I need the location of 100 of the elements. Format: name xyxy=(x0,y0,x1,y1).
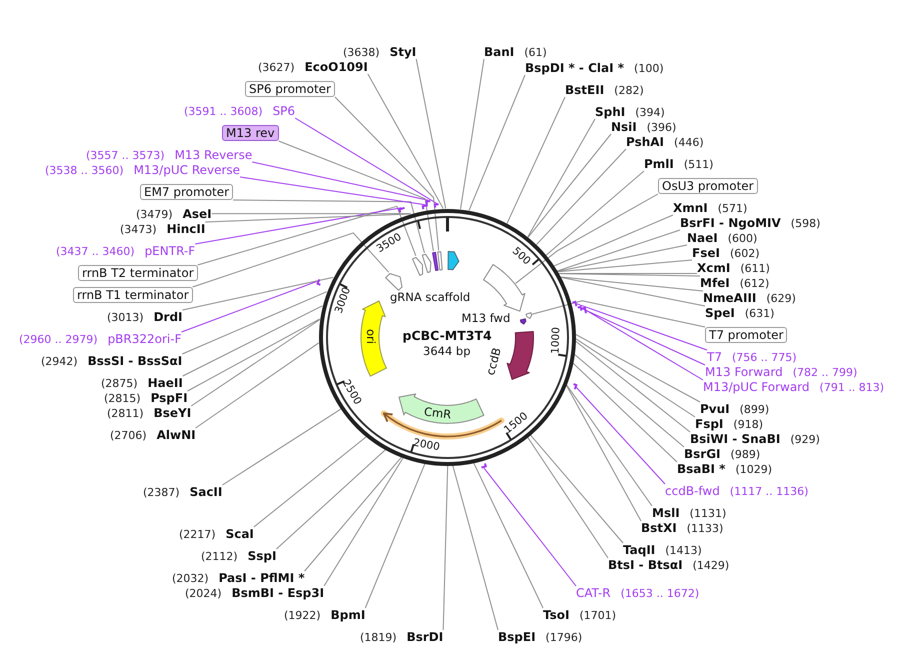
primer-mark xyxy=(578,306,582,311)
primer-mark xyxy=(573,383,578,390)
primer-mark xyxy=(582,306,587,314)
leader-line xyxy=(556,230,680,272)
cut-site-position: (1701) xyxy=(579,609,616,622)
leader-line xyxy=(574,354,684,448)
leader-line xyxy=(560,276,706,306)
leader-line xyxy=(572,362,678,462)
feature-label: EM7 promoter xyxy=(140,184,234,200)
primer-name: pENTR-F xyxy=(144,244,196,258)
leader-line xyxy=(324,457,404,586)
cut-site-position: (282) xyxy=(614,84,644,97)
cut-site-position: (394) xyxy=(635,106,665,119)
enzyme-name: BtsI - BtsαI xyxy=(608,558,683,572)
primer-mark xyxy=(422,204,428,210)
feature-label: T7 promoter xyxy=(705,327,788,343)
leader-line xyxy=(558,273,700,276)
feature-name: CmR xyxy=(423,405,452,422)
enzyme-name: HincII xyxy=(166,222,206,236)
cut-site-position: (3473) xyxy=(120,223,157,236)
feature-segment xyxy=(506,330,534,380)
enzyme-name: BstXI xyxy=(641,521,677,535)
enzyme-name: FseI xyxy=(692,246,720,260)
enzyme-name: EcoO109I xyxy=(304,60,368,74)
cut-site-position: (2387) xyxy=(143,486,180,499)
enzyme-name: BsaBI * xyxy=(677,462,726,476)
cut-site-position: (1029) xyxy=(735,463,772,476)
leader-line xyxy=(566,384,652,506)
leader-line xyxy=(452,464,498,630)
enzyme-name: NmeAIII xyxy=(703,291,756,305)
cut-site-position: (2706) xyxy=(110,429,147,442)
cut-site-position: (2024) xyxy=(185,587,222,600)
plasmid-name: pCBC-MT3T4 xyxy=(402,328,492,342)
feature-label: SP6 promoter xyxy=(245,81,335,97)
primer-name: ccdB-fwd xyxy=(665,484,720,498)
enzyme-name: SphI xyxy=(595,105,626,119)
enzyme-name: AlwNI xyxy=(156,428,196,442)
cut-site-position: (598) xyxy=(790,217,820,230)
enzyme-name: BsmBI - Esp3I xyxy=(232,586,324,600)
enzyme-name: BsrGI xyxy=(684,447,721,461)
enzyme-name: SacII xyxy=(190,485,222,499)
leader-line xyxy=(460,58,484,210)
leader-line xyxy=(182,291,328,354)
leader-line xyxy=(240,176,426,206)
leader-line xyxy=(195,342,320,428)
primer-mark xyxy=(426,200,430,205)
feature-label: OsU3 promoter xyxy=(658,178,758,194)
primer-mark xyxy=(398,206,405,213)
enzyme-name: XmnI xyxy=(673,201,708,215)
cut-site-position: (1819) xyxy=(360,631,397,644)
leader-line xyxy=(546,170,644,256)
leader-line xyxy=(536,148,626,246)
cut-site-position: (929) xyxy=(790,433,820,446)
cut-site-position: (446) xyxy=(674,136,704,149)
primer-mark xyxy=(481,463,487,468)
primer-range: (756 .. 775) xyxy=(732,351,797,364)
cut-site-position: (3013) xyxy=(107,311,144,324)
cut-site-position: (3627) xyxy=(258,61,295,74)
tick-label: 500 xyxy=(509,246,532,268)
enzyme-name: BssSI - BssSαI xyxy=(88,354,182,368)
enzyme-name: SpeI xyxy=(705,306,735,320)
primer-range: (3591 .. 3608) xyxy=(184,105,263,118)
cut-site-position: (1796) xyxy=(546,631,582,644)
enzyme-name: MfeI xyxy=(700,276,730,290)
enzyme-name: FspI xyxy=(695,417,724,431)
cut-site-position: (629) xyxy=(766,292,796,305)
leader-line xyxy=(194,207,402,244)
cut-site-position: (3479) xyxy=(136,208,173,221)
feature-name: ori xyxy=(363,330,376,344)
primer-name: M13 Forward xyxy=(705,365,783,379)
leader-line xyxy=(211,213,412,214)
feature-segment xyxy=(482,264,525,312)
feature-label: rrnB T2 terminator xyxy=(78,265,198,281)
feature-label: M13 rev xyxy=(222,125,279,141)
cut-site-position: (1131) xyxy=(690,507,726,520)
feature-segment xyxy=(436,250,442,270)
leader-line xyxy=(473,462,544,608)
leader-line xyxy=(190,319,320,406)
tick-label: 2000 xyxy=(412,437,441,453)
plasmid-size: 3644 bp xyxy=(423,344,471,358)
primer-name: CAT-R xyxy=(576,586,611,600)
primer-mark xyxy=(434,203,439,208)
enzyme-name: BstEII xyxy=(565,83,604,97)
enzyme-name: NaeI xyxy=(687,231,718,245)
cut-site-position: (611) xyxy=(740,262,770,275)
leader-line xyxy=(506,96,566,224)
leader-line xyxy=(468,74,526,211)
enzyme-name: XcmI xyxy=(697,261,730,275)
leader-line xyxy=(556,244,688,272)
leader-line xyxy=(367,74,444,210)
primer-range: (782 .. 799) xyxy=(792,366,858,379)
leader-line xyxy=(253,436,367,528)
leader-line xyxy=(182,305,323,376)
primer-range: (791 .. 813) xyxy=(820,381,884,394)
leader-line xyxy=(575,338,696,418)
feature-segment xyxy=(432,251,438,271)
feature-name: gRNA scaffold xyxy=(390,290,470,304)
leader-line xyxy=(304,456,402,572)
enzyme-name: BsiWI - SnaBI xyxy=(690,432,780,446)
enzyme-name: PvuI xyxy=(700,402,730,416)
